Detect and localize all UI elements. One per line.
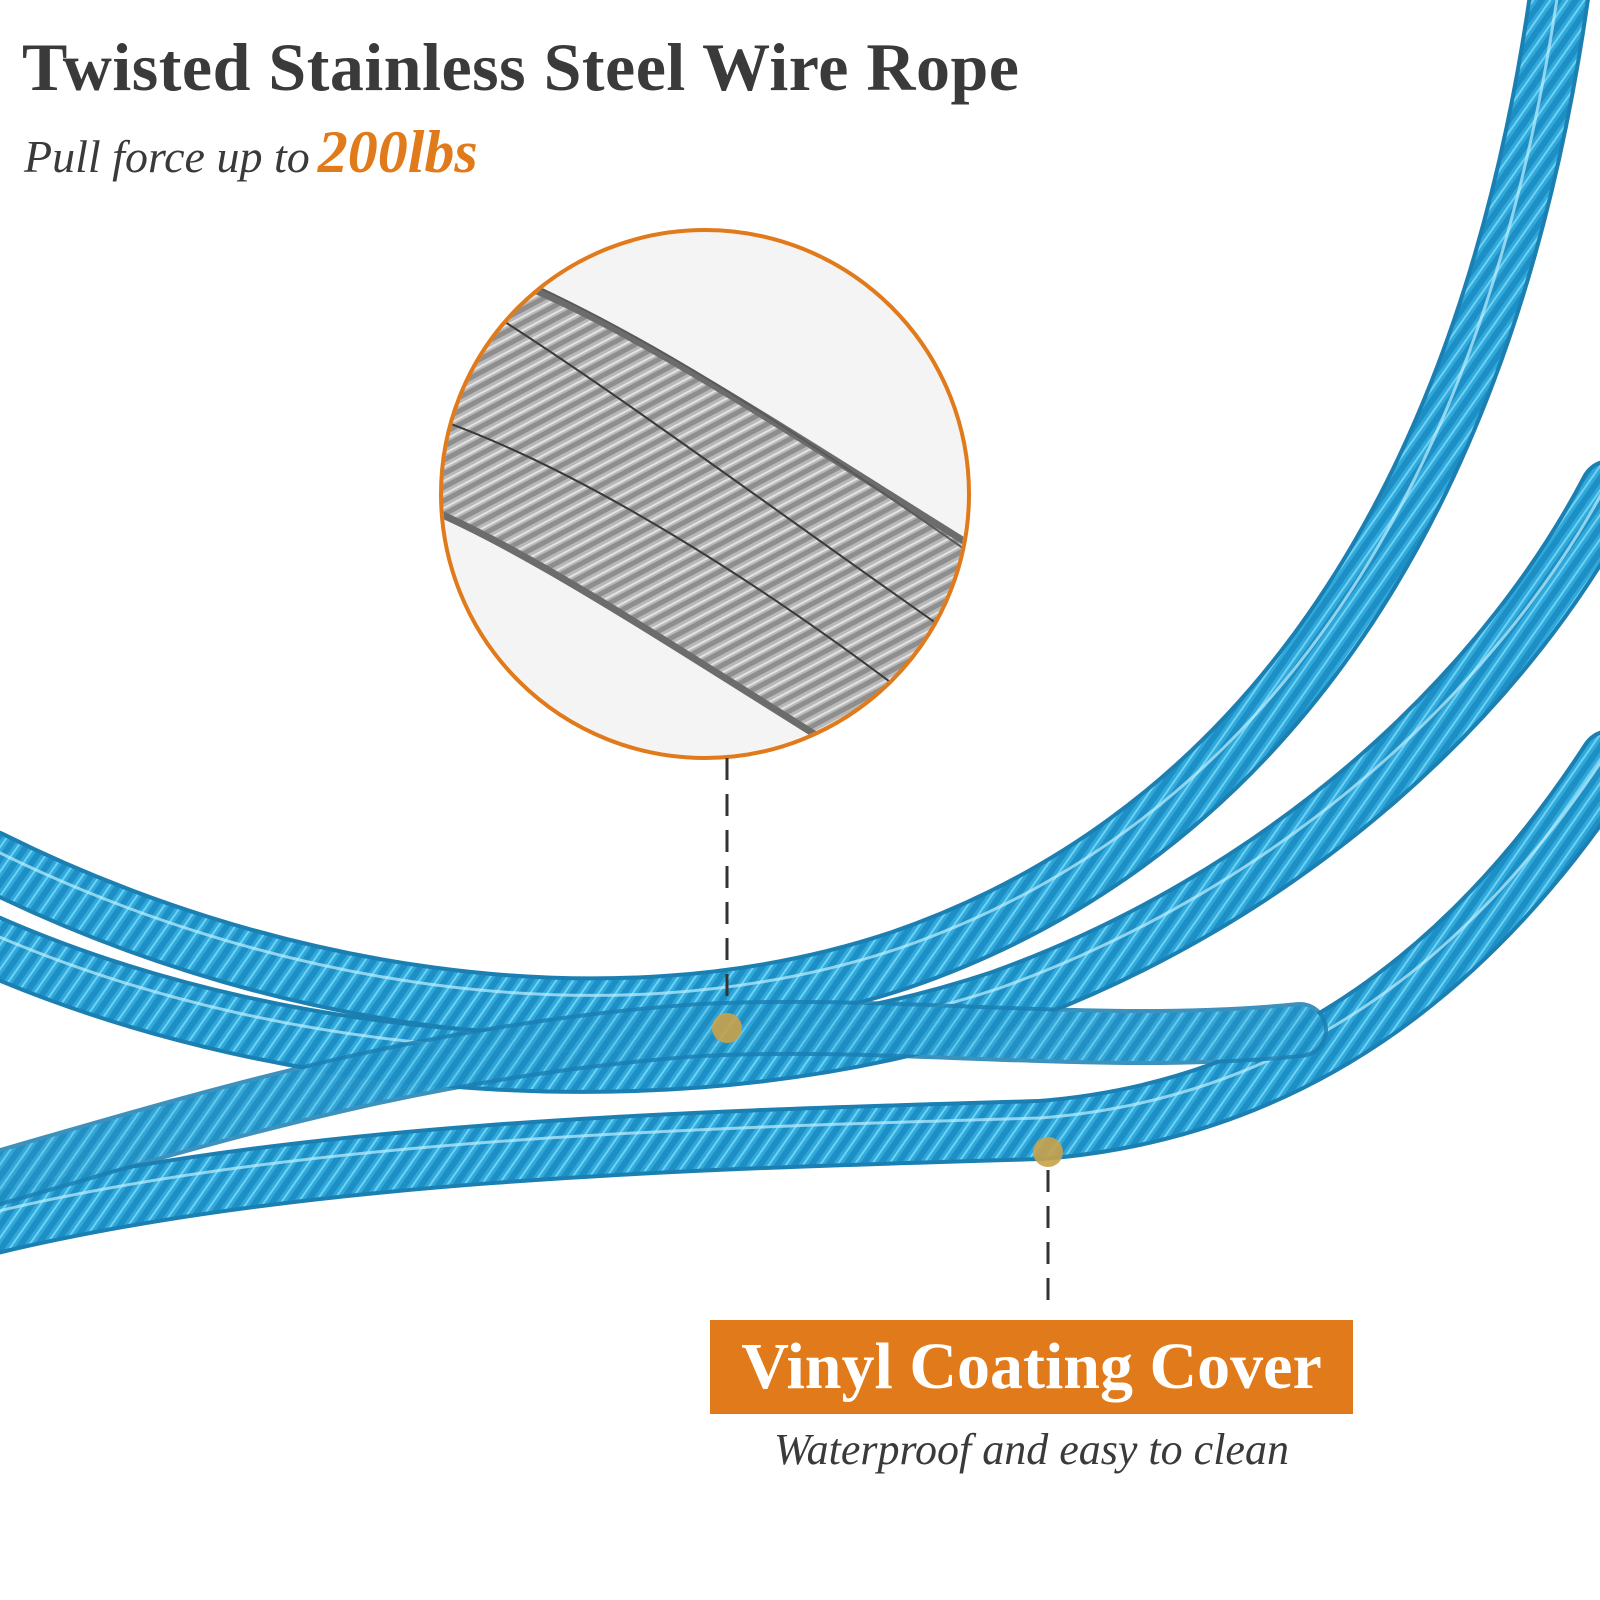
blue-cable-group (0, 0, 1600, 1255)
leader-lines (712, 758, 1063, 1312)
badge-label: Vinyl Coating Cover (741, 1330, 1322, 1403)
magnifier-ring (439, 228, 971, 760)
lower-marker-dot (1033, 1137, 1063, 1167)
page-title: Twisted Stainless Steel Wire Rope (22, 29, 1020, 105)
magnifier-circle (439, 228, 971, 760)
upper-marker-dot (712, 1013, 742, 1043)
vinyl-coating-badge: Vinyl Coating Cover (710, 1320, 1353, 1414)
subtitle-prefix: Pull force up to (24, 131, 310, 182)
badge-caption: Waterproof and easy to clean (774, 1425, 1289, 1474)
pull-force-value: 200lbs (317, 119, 478, 185)
